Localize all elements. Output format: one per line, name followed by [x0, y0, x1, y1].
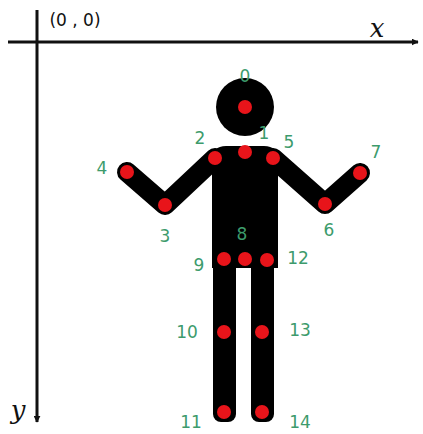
axis-label: x: [370, 15, 385, 41]
callout-number: 8: [237, 226, 248, 243]
callout-number: 0: [240, 68, 251, 85]
callout-number: 11: [180, 414, 202, 431]
axis-label: y: [11, 397, 26, 423]
x-axis: [8, 41, 418, 44]
y-axis: [36, 10, 39, 422]
stick-figure: [212, 78, 278, 422]
callout-number: 14: [289, 414, 311, 431]
callout-number: 5: [284, 134, 295, 151]
callout-number: 10: [176, 324, 198, 341]
callout-number: 3: [160, 228, 171, 245]
callout-number: 2: [195, 130, 206, 147]
origin-label: (0 , 0): [49, 12, 100, 29]
callout-number: 12: [287, 250, 309, 267]
callout-number: 13: [289, 322, 311, 339]
callout-number: 4: [97, 160, 108, 177]
keypoints: [120, 100, 367, 419]
callout-number: 7: [371, 144, 382, 161]
callout-number: 6: [324, 222, 335, 239]
callout-number: 9: [194, 257, 205, 274]
callout-number: 1: [259, 125, 270, 142]
